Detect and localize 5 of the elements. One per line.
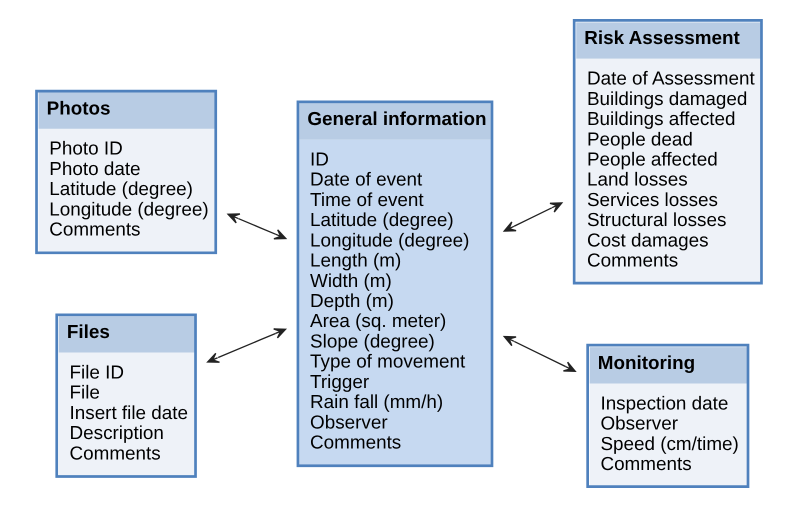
node-box: General information ID Date of event Time of event Latitude (degree) Longitude (degree) Length (m) Width (m) Depth (m) Area (sq. meter) Slope (degree) Type of movement Trigger Rain fall (mm/h) Observer Comments bbox=[296, 100, 494, 468]
arrow bbox=[207, 328, 286, 363]
arrow bbox=[504, 336, 576, 372]
arrow bbox=[504, 202, 562, 232]
arrow bbox=[227, 213, 286, 240]
